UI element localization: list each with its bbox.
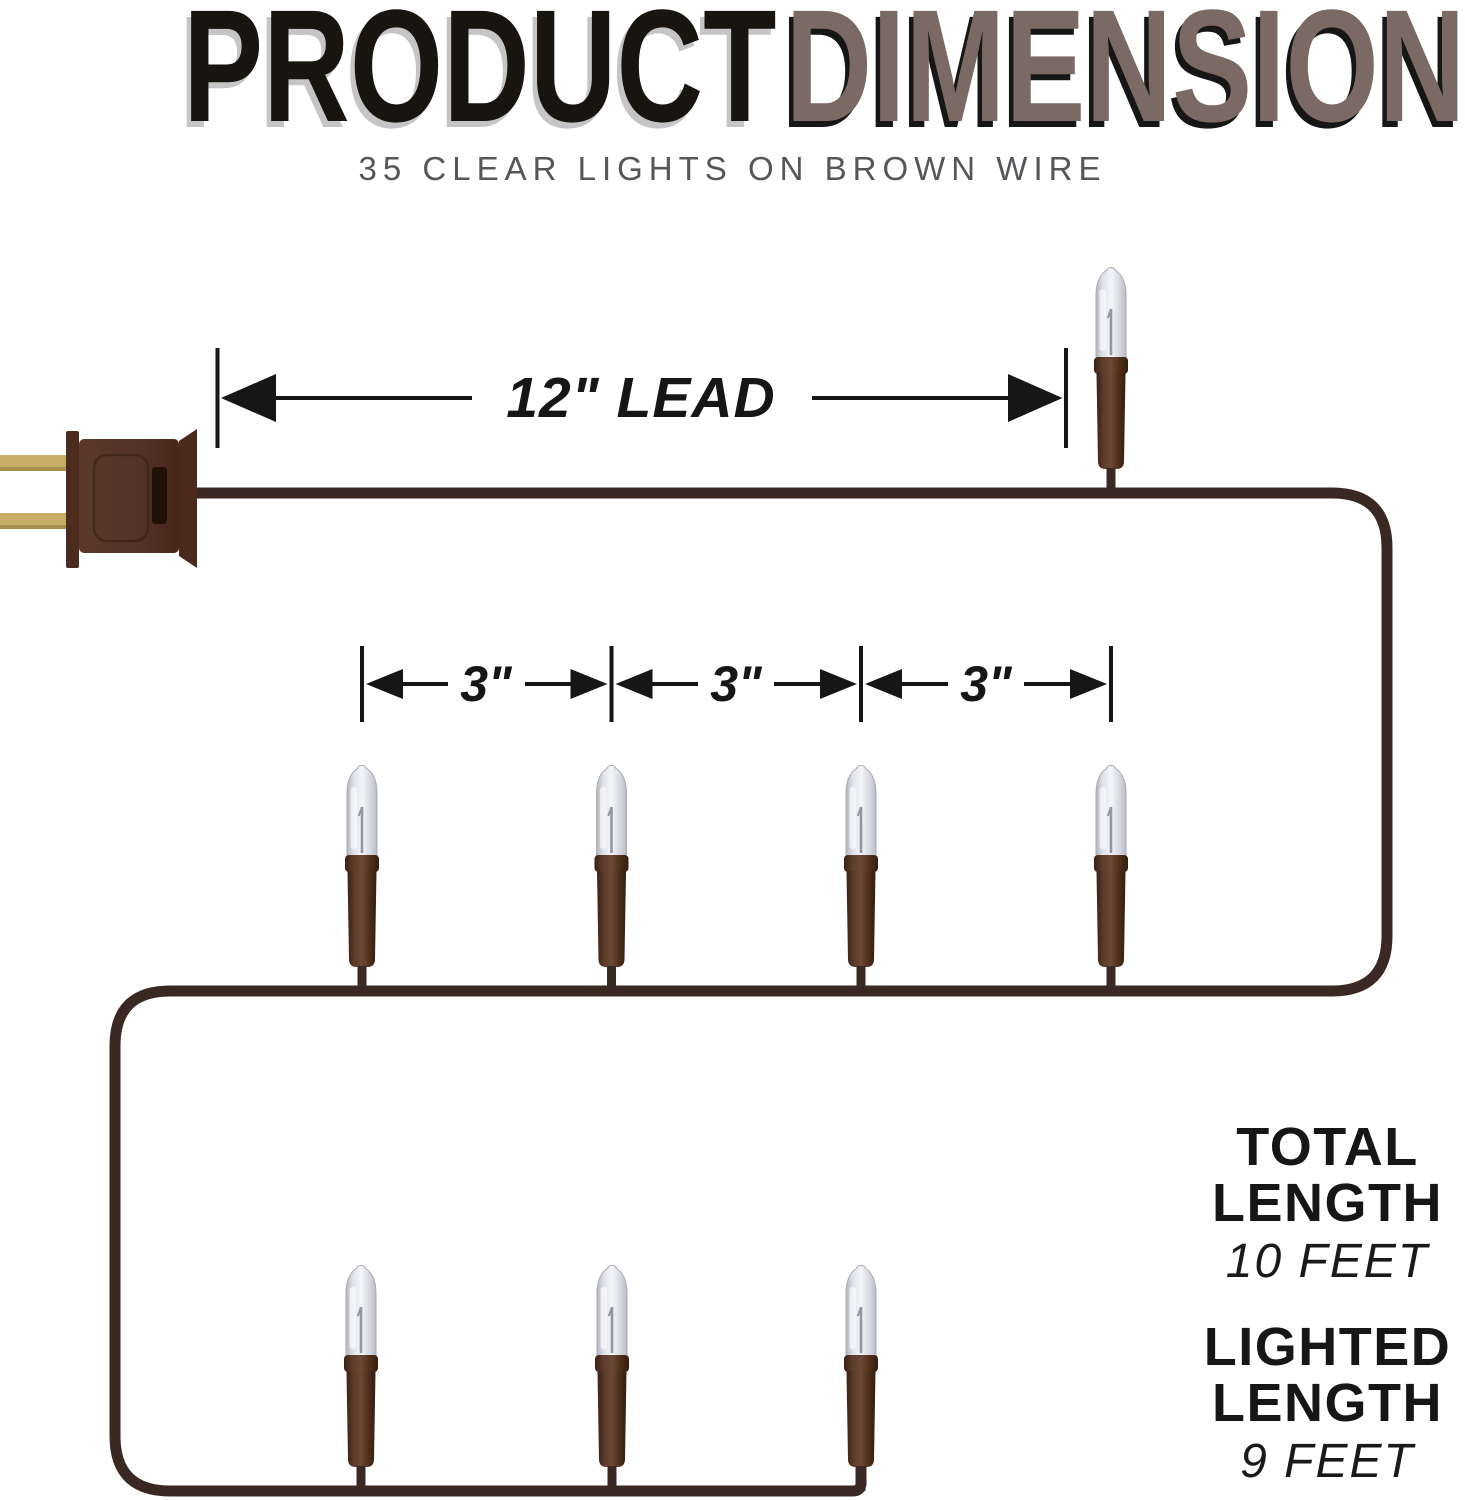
arrowhead-left — [221, 374, 276, 422]
arrowhead-left — [366, 669, 403, 699]
arrowhead-right — [570, 669, 608, 699]
plug-prong-top-shade — [0, 467, 68, 471]
light-bulb — [342, 1264, 380, 1493]
arrowhead-left — [615, 669, 653, 699]
light-bulb — [593, 1264, 631, 1493]
arrowhead-right — [820, 669, 857, 699]
light-bulb — [593, 764, 630, 993]
spec-title-line: LENGTH — [1212, 1373, 1443, 1433]
spec-value: 10 FEET — [1225, 1235, 1430, 1288]
bulb-spacing-label: 3" — [960, 656, 1013, 712]
light-bulb — [343, 764, 381, 993]
spacing-dimensions: 3" 3" 3" — [360, 646, 1113, 722]
spec-title-line: LENGTH — [1212, 1173, 1443, 1233]
arrowhead-left — [865, 669, 902, 699]
page-title: PRODUCTDIMENSION — [183, 0, 1465, 146]
spec-value: 9 FEET — [1240, 1435, 1415, 1488]
light-bulb — [842, 1264, 880, 1493]
plug-prong-bottom-shade — [0, 525, 68, 529]
plug-body-detail — [92, 453, 150, 543]
power-plug — [0, 429, 197, 568]
light-bulb — [1092, 764, 1130, 993]
light-bulb — [1092, 266, 1130, 495]
lead-dimension-label: 12" LEAD — [506, 366, 775, 430]
spec-title-line: TOTAL — [1236, 1117, 1419, 1177]
length-specs: TOTAL LENGTH 10 FEET LIGHTED LENGTH 9 FE… — [1185, 1119, 1465, 1489]
spec-total-length: TOTAL LENGTH 10 FEET — [1185, 1119, 1465, 1289]
bulb-spacing-label: 3" — [710, 656, 763, 712]
light-bulb — [842, 764, 880, 993]
bulb-spacing-label: 3" — [460, 656, 513, 712]
plug-face-plate — [66, 431, 79, 568]
arrowhead-right — [1070, 669, 1107, 699]
title-word-dimension: DIMENSION — [785, 0, 1465, 155]
lead-dimension: 12" LEAD — [215, 348, 1068, 448]
plug-strain-relief — [179, 429, 197, 568]
title-word-product: PRODUCT — [183, 0, 777, 155]
spec-title-line: LIGHTED — [1203, 1317, 1452, 1377]
plug-slot — [152, 467, 167, 524]
string-wire — [109, 487, 1393, 1497]
arrowhead-right — [1008, 374, 1063, 422]
spec-lighted-length: LIGHTED LENGTH 9 FEET — [1185, 1319, 1465, 1489]
subtitle: 35 CLEAR LIGHTS ON BROWN WIRE — [358, 150, 1107, 187]
